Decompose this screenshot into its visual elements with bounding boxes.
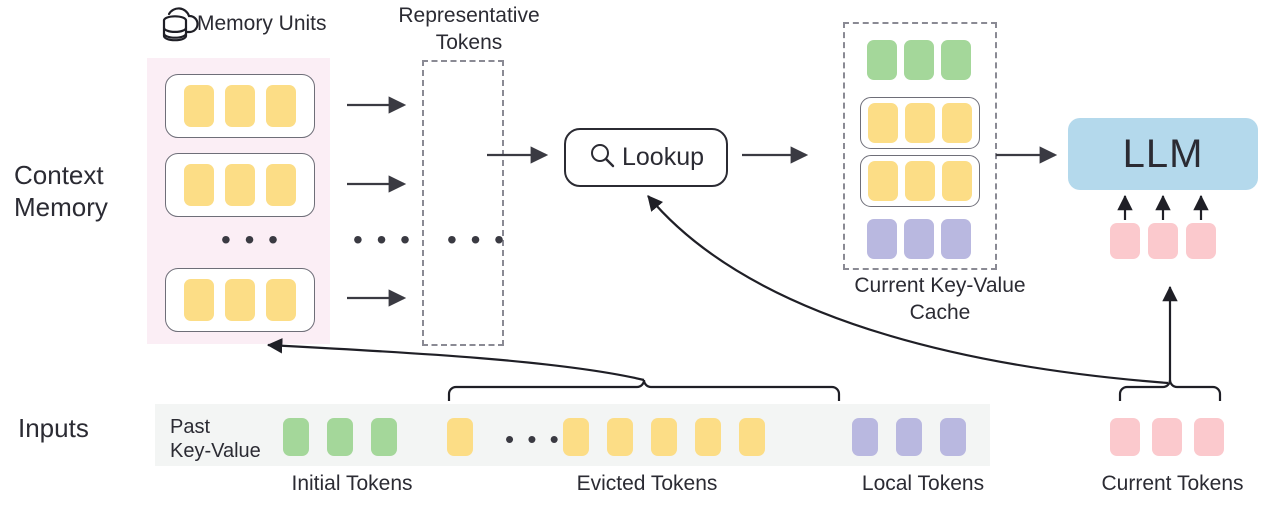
past-key-value-label: Past Key-Value [170,416,261,462]
token-yellow [184,279,214,321]
current-token-pink [1110,418,1140,456]
memory-unit[interactable] [165,153,315,217]
token-yellow [942,161,972,201]
token-yellow [184,164,214,206]
input-token-yellow [739,418,765,456]
kv-cache-row-retrieved [860,97,980,149]
brace-current-tokens [1118,379,1222,401]
token-yellow [266,164,296,206]
token-purple [904,219,934,259]
memory-units-ellipsis: • • • [221,224,281,255]
kv-cache-row-retrieved [860,155,980,207]
caption-initial-tokens: Initial Tokens [291,472,413,495]
representative-tokens-ellipsis: • • • [447,224,507,255]
input-token-yellow [695,418,721,456]
memory-units-label: Memory Units [197,12,327,35]
representative-tokens-box [422,60,504,346]
token-yellow [225,164,255,206]
lookup-label: Lookup [621,143,705,171]
token-yellow [868,103,898,143]
input-token-green [283,418,309,456]
current-token-pink [1194,418,1224,456]
arrows-ellipsis: • • • [353,224,413,255]
token-yellow [266,279,296,321]
inputs-label: Inputs [18,413,89,443]
representative-tokens-label: Representative Tokens [398,4,540,55]
lookup-button[interactable]: Lookup [564,128,728,187]
input-token-yellow [607,418,633,456]
caption-evicted-tokens: Evicted Tokens [576,472,718,495]
token-yellow [225,279,255,321]
magnifier-icon [588,141,616,174]
input-token-green [371,418,397,456]
caption-current-tokens: Current Tokens [1101,472,1244,495]
input-token-purple [940,418,966,456]
token-yellow [266,85,296,127]
input-token-green [327,418,353,456]
memory-unit[interactable] [165,268,315,332]
input-token-yellow [563,418,589,456]
token-yellow [942,103,972,143]
input-token-yellow [447,418,473,456]
token-yellow [184,85,214,127]
kv-cache-row-local [860,214,978,264]
token-yellow [868,161,898,201]
input-tokens-ellipsis: • • • [505,424,562,454]
llm-box[interactable]: LLM [1068,118,1258,190]
llm-label: LLM [1122,131,1204,176]
token-yellow [905,161,935,201]
token-yellow [905,103,935,143]
llm-input-token [1186,223,1216,259]
caption-local-tokens: Local Tokens [861,472,985,495]
token-purple [941,219,971,259]
input-token-purple [852,418,878,456]
cloud-database-icon [157,2,203,48]
memory-unit[interactable] [165,74,315,138]
curve-evicted-to-memory [266,338,645,382]
input-token-purple [896,418,922,456]
brace-evicted-tokens [447,379,841,401]
kv-cache-row-initial [860,35,978,85]
token-green [867,40,897,80]
llm-input-token [1110,223,1140,259]
llm-input-token [1148,223,1178,259]
token-green [941,40,971,80]
context-memory-label: Context Memory [14,160,108,222]
token-yellow [225,85,255,127]
current-token-pink [1152,418,1182,456]
token-green [904,40,934,80]
input-token-yellow [651,418,677,456]
token-purple [867,219,897,259]
current-kv-cache-label: Current Key-Value Cache [854,274,1026,325]
